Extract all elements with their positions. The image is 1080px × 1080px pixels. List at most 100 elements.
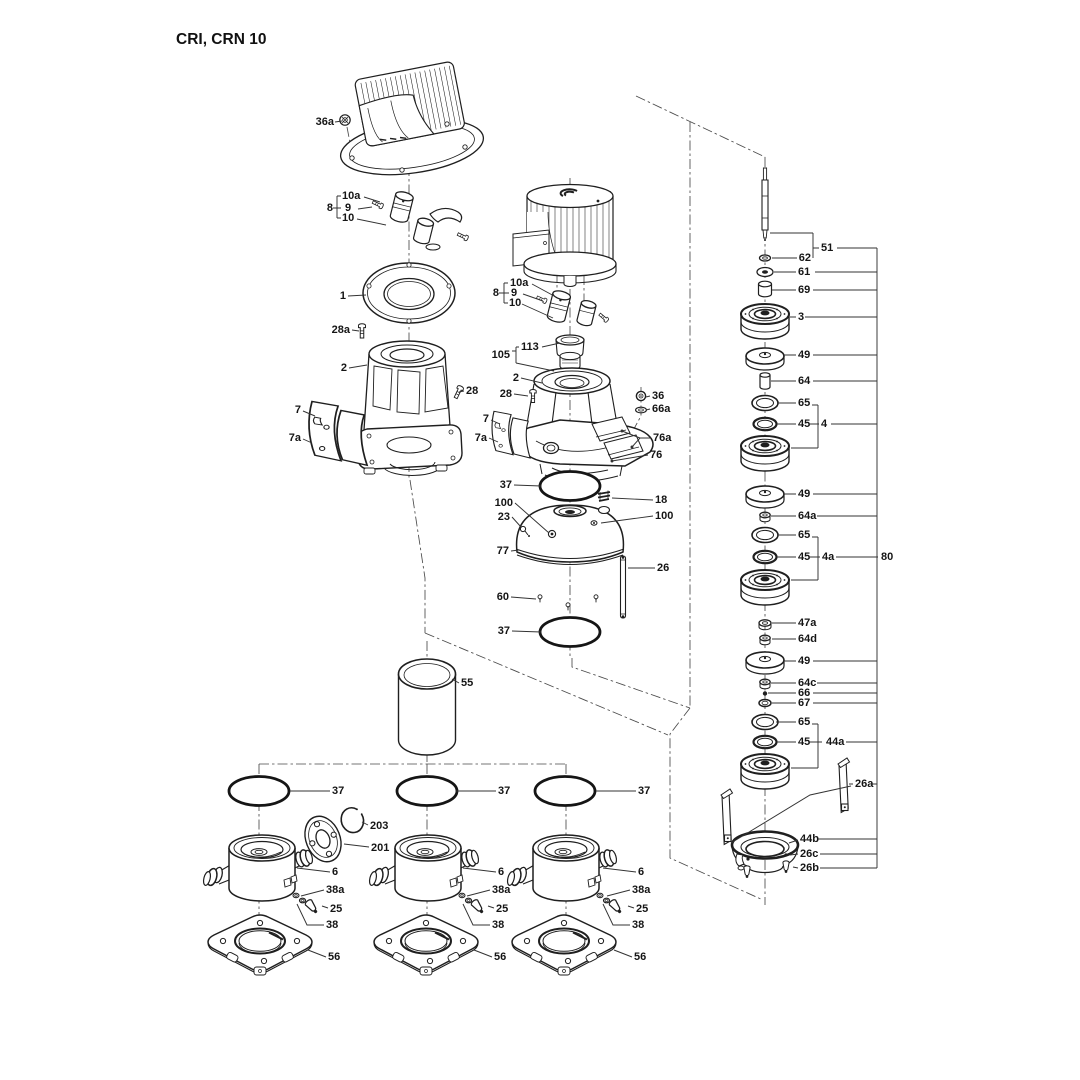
part-label-36a: 36a bbox=[316, 116, 335, 128]
part-label-18: 18 bbox=[655, 494, 667, 506]
part-label-4a: 4a bbox=[822, 551, 835, 563]
screw-28a bbox=[357, 323, 367, 339]
part-label-36: 36 bbox=[652, 390, 664, 402]
motor-middle bbox=[512, 183, 617, 287]
retaining-ring-203 bbox=[340, 807, 365, 834]
outer-sleeve-55 bbox=[397, 658, 457, 756]
part-label-62: 62 bbox=[799, 252, 811, 264]
staybolt-26 bbox=[619, 555, 627, 619]
part-label-37: 37 bbox=[498, 785, 510, 797]
neck-ring-65 bbox=[751, 526, 779, 544]
part-label-47a: 47a bbox=[798, 617, 817, 629]
part-label-55: 55 bbox=[461, 677, 473, 689]
part-label-69: 69 bbox=[798, 284, 810, 296]
part-label-37: 37 bbox=[638, 785, 650, 797]
neck-ring-65 bbox=[751, 394, 779, 412]
part-label-44b: 44b bbox=[800, 833, 819, 845]
oring-37-lower bbox=[538, 616, 602, 648]
screw-36a bbox=[339, 114, 351, 126]
part-label-10a: 10a bbox=[510, 277, 529, 289]
part-label-76: 76 bbox=[650, 449, 662, 461]
screw-28-left bbox=[452, 384, 465, 400]
pin-60 bbox=[593, 594, 599, 603]
part-label-65: 65 bbox=[798, 529, 810, 541]
oring-37-upper bbox=[538, 470, 602, 502]
part-label-64: 64 bbox=[798, 375, 811, 387]
page-title: CRI, CRN 10 bbox=[176, 31, 266, 48]
part-label-56: 56 bbox=[494, 951, 506, 963]
oring-37-base2 bbox=[395, 775, 459, 807]
part-label-49: 49 bbox=[798, 349, 810, 361]
part-label-100: 100 bbox=[655, 510, 673, 522]
coupling-left bbox=[371, 191, 470, 251]
part-label-6: 6 bbox=[638, 866, 644, 878]
part-label-7a: 7a bbox=[289, 432, 302, 444]
part-label-56: 56 bbox=[328, 951, 340, 963]
strap-26a-left bbox=[720, 788, 734, 846]
part-label-38: 38 bbox=[326, 919, 338, 931]
part-label-38a: 38a bbox=[632, 884, 651, 896]
part-label-80: 80 bbox=[881, 551, 893, 563]
part-label-23: 23 bbox=[498, 511, 510, 523]
part-label-113: 113 bbox=[521, 341, 539, 353]
part-label-10: 10 bbox=[342, 212, 354, 224]
part-label-38: 38 bbox=[632, 919, 644, 931]
shaft-seal-105-113 bbox=[555, 334, 585, 371]
left-assembly bbox=[308, 61, 485, 476]
pump-base-6-3 bbox=[506, 835, 623, 915]
pump-base-assemblies bbox=[202, 775, 623, 976]
impeller-3 bbox=[740, 303, 790, 340]
part-label-100: 100 bbox=[495, 497, 513, 509]
part-label-37: 37 bbox=[332, 785, 344, 797]
part-label-28a: 28a bbox=[332, 324, 351, 336]
part-label-10a: 10a bbox=[342, 190, 361, 202]
part-label-26a: 26a bbox=[855, 778, 874, 790]
part-label-45: 45 bbox=[798, 418, 810, 430]
oring-37-base1 bbox=[227, 775, 291, 807]
part-label-65: 65 bbox=[798, 397, 810, 409]
spacer-64 bbox=[759, 372, 771, 390]
strap-26a-right bbox=[837, 757, 851, 814]
ring-62 bbox=[758, 254, 772, 262]
middle-assembly bbox=[491, 183, 654, 648]
part-label-2: 2 bbox=[513, 372, 519, 384]
ring-45 bbox=[752, 549, 778, 565]
impeller-4 bbox=[740, 435, 790, 472]
part-label-7: 7 bbox=[295, 404, 301, 416]
part-label-28: 28 bbox=[500, 388, 512, 400]
part-label-66: 66 bbox=[798, 687, 810, 699]
part-label-9: 9 bbox=[345, 202, 351, 214]
part-label-37: 37 bbox=[500, 479, 512, 491]
base-plate-56-3 bbox=[511, 914, 617, 976]
leader-lines-bases bbox=[290, 790, 637, 958]
coupling-guard-7-middle bbox=[491, 410, 531, 459]
plug-18 bbox=[597, 490, 611, 502]
oring-37-base3 bbox=[533, 775, 597, 807]
part-label-61: 61 bbox=[798, 266, 810, 278]
part-label-8: 8 bbox=[327, 202, 333, 214]
nut-36 bbox=[635, 390, 647, 402]
part-label-49: 49 bbox=[798, 488, 810, 500]
ring-47a bbox=[758, 619, 772, 631]
ring-45 bbox=[752, 734, 778, 750]
spacer-69 bbox=[757, 280, 773, 298]
part-label-4: 4 bbox=[821, 418, 828, 430]
pump-base-6-1 bbox=[202, 835, 319, 915]
base-plate-56-1 bbox=[207, 914, 313, 976]
part-label-37: 37 bbox=[498, 625, 510, 637]
pin-60 bbox=[537, 594, 543, 603]
part-label-45: 45 bbox=[798, 736, 810, 748]
part-label-45: 45 bbox=[798, 551, 810, 563]
ring-1 bbox=[362, 262, 456, 324]
part-label-201: 201 bbox=[371, 842, 389, 854]
flange-201 bbox=[304, 815, 342, 863]
part-label-38: 38 bbox=[492, 919, 504, 931]
part-label-64d: 64d bbox=[798, 633, 817, 645]
part-label-1: 1 bbox=[340, 290, 346, 302]
suction-interconnector-44b bbox=[730, 830, 800, 879]
part-label-7a: 7a bbox=[475, 432, 488, 444]
base-plate-56-2 bbox=[373, 914, 479, 976]
part-label-26b: 26b bbox=[800, 862, 819, 874]
